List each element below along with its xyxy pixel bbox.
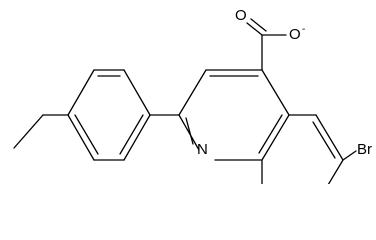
atom-oxygen-single: O: [289, 26, 301, 43]
bond-phenyl-4: [123, 114, 151, 161]
bond-c4a-c8a: [261, 114, 290, 161]
bond-ethyl-ch3: [13, 114, 44, 149]
bond-c5-c6: [315, 114, 344, 161]
bond-n-c2: [178, 114, 200, 151]
bond-c4a-c8a-inner: [258, 114, 283, 154]
oxygen-negative-charge: -: [302, 24, 305, 35]
bond-c5-c6-inner: [312, 121, 336, 159]
bond-phenyl-6-inner: [74, 114, 99, 155]
atom-oxygen-double: O: [235, 7, 247, 24]
bond-c4-c4a: [261, 69, 290, 116]
atom-nitrogen: N: [197, 141, 208, 158]
bond-c6-br: [342, 150, 357, 161]
bond-phenyl-1: [67, 69, 95, 116]
bond-n-c2-inner: [185, 117, 194, 145]
bond-carboxyl-o-double: [246, 22, 263, 36]
bond-c6-c7: [327, 159, 344, 184]
bond-carboxyl-o-double-inner: [250, 18, 267, 32]
bond-c2-c3: [178, 69, 207, 116]
bond-phenyl-6: [67, 114, 95, 161]
chemical-structure: O O - N Br: [13, 7, 372, 184]
bond-phenyl-4-inner: [119, 114, 144, 155]
bond-phenyl-3: [123, 69, 151, 116]
atom-bromine: Br: [357, 141, 372, 158]
